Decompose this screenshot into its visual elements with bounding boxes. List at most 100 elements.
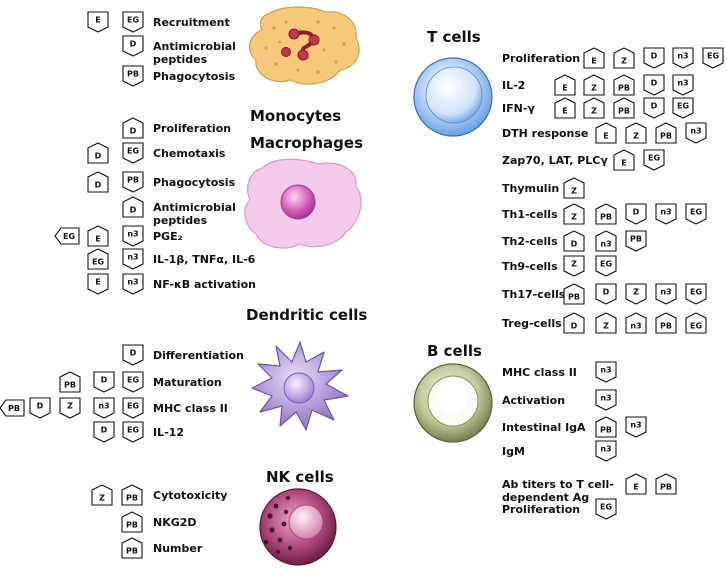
arrow-down-n3: n3 — [672, 47, 694, 69]
arrow-shape — [91, 484, 113, 506]
arrow-down-n3: n3 — [595, 389, 617, 411]
arrow-label: E — [95, 16, 100, 25]
arrow-shape — [595, 203, 617, 225]
arrow-shape — [122, 196, 144, 218]
arrow-shape — [122, 273, 144, 295]
effect-label: Th1-cells — [502, 208, 558, 221]
arrow-label: n3 — [690, 127, 701, 136]
arrow-label: D — [95, 181, 102, 190]
arrow-label: EG — [127, 376, 139, 385]
arrow-down-d: D — [93, 371, 115, 393]
arrow-down-eg: EG — [702, 47, 724, 69]
arrow-down-e: E — [87, 11, 109, 33]
arrow-left-pb: PB — [0, 399, 25, 417]
effect-label: NKG2D — [153, 516, 197, 529]
arrow-shape — [625, 283, 647, 305]
arrow-label: EG — [690, 322, 702, 331]
arrow-label: PB — [127, 70, 139, 79]
arrow-down-d: D — [122, 35, 144, 57]
arrow-label: n3 — [660, 208, 671, 217]
arrow-shape — [595, 312, 617, 334]
arrow-up-z: Z — [625, 122, 647, 144]
arrow-label: Z — [591, 84, 597, 93]
arrow-label: PB — [660, 483, 672, 492]
arrow-shape — [87, 225, 109, 247]
arrow-down-pb: PB — [122, 65, 144, 87]
effect-label-line2: peptides — [153, 214, 208, 227]
arrow-down-eg: EG — [672, 97, 694, 119]
arrow-down-d: D — [595, 283, 617, 305]
effect-label: Intestinal IgA — [502, 421, 586, 434]
arrow-shape — [625, 122, 647, 144]
effect-label: IL-2 — [502, 79, 525, 92]
arrow-shape — [563, 177, 585, 199]
arrow-up-z: Z — [563, 177, 585, 199]
arrow-up-pb: PB — [613, 74, 635, 96]
arrow-label: PB — [618, 107, 630, 116]
heading-b-cells: B cells — [427, 342, 482, 360]
arrow-shape — [87, 273, 109, 295]
arrow-shape — [29, 397, 51, 419]
arrow-label: EG — [92, 258, 104, 267]
arrow-label: E — [621, 159, 626, 168]
arrow-shape — [655, 283, 677, 305]
arrow-label: PB — [618, 84, 630, 93]
arrow-shape — [583, 97, 605, 119]
arrow-shape — [583, 47, 605, 69]
arrow-up-e: E — [87, 225, 109, 247]
arrow-down-eg: EG — [122, 11, 144, 33]
dendritic-cell-illustration — [251, 341, 349, 431]
arrow-label: EG — [127, 147, 139, 156]
arrow-shape — [613, 47, 635, 69]
arrow-shape — [93, 421, 115, 443]
arrow-label: E — [633, 483, 638, 492]
arrow-label: EG — [690, 208, 702, 217]
effect-label: Th9-cells — [502, 260, 558, 273]
effect-label: MHC class II — [153, 402, 228, 415]
arrow-shape — [685, 283, 707, 305]
arrow-label: PB — [126, 494, 138, 503]
arrow-up-z: Z — [595, 312, 617, 334]
effect-label: Number — [153, 542, 203, 555]
arrow-down-eg: EG — [685, 203, 707, 225]
arrow-up-e: E — [583, 47, 605, 69]
arrow-down-eg: EG — [122, 142, 144, 164]
arrow-shape — [643, 74, 665, 96]
arrow-left-eg: EG — [54, 227, 80, 245]
arrow-shape — [655, 203, 677, 225]
arrow-label: Z — [571, 260, 577, 269]
arrow-up-e: E — [595, 122, 617, 144]
arrow-down-z: Z — [59, 397, 81, 419]
arrow-down-z: Z — [563, 255, 585, 277]
b-cell-illustration — [413, 363, 493, 443]
effect-label: PGE₂ — [153, 230, 183, 243]
arrow-up-pb: PB — [563, 283, 585, 305]
arrow-label: Z — [591, 107, 597, 116]
arrow-label: EG — [127, 402, 139, 411]
arrow-shape — [93, 397, 115, 419]
arrow-label: PB — [8, 404, 20, 413]
arrow-shape — [595, 122, 617, 144]
arrow-up-e: E — [554, 74, 576, 96]
arrow-down-eg: EG — [595, 498, 617, 520]
arrow-label: D — [95, 152, 102, 161]
arrow-shape — [655, 122, 677, 144]
arrow-shape — [121, 511, 143, 533]
arrow-shape — [613, 97, 635, 119]
arrow-shape — [655, 473, 677, 495]
arrow-shape — [122, 421, 144, 443]
arrow-shape — [595, 498, 617, 520]
arrow-shape — [595, 361, 617, 383]
arrow-label: EG — [707, 52, 719, 61]
